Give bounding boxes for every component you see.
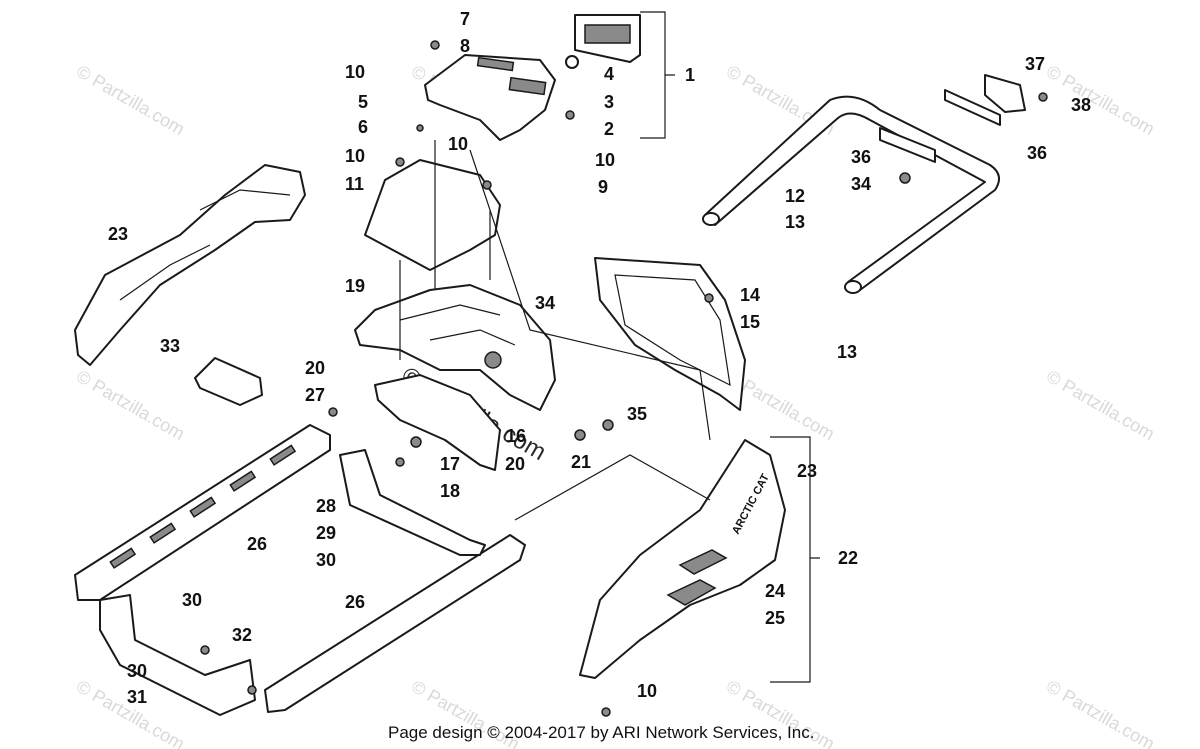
callout-10: 10 — [595, 150, 615, 170]
callout-19: 19 — [345, 276, 365, 296]
group-bracket — [770, 436, 820, 683]
rear-fender-rib — [399, 304, 516, 346]
left-side-panel — [74, 164, 306, 366]
side-shield-inner — [614, 274, 731, 387]
seat-pad — [194, 357, 263, 406]
copyright-footer: Page design © 2004-2017 by ARI Network S… — [388, 723, 814, 742]
rear-fender — [354, 284, 556, 411]
grab-bar-end — [844, 280, 862, 294]
right-rail — [264, 534, 526, 713]
callout-34: 34 — [535, 293, 555, 313]
lower-flap — [374, 374, 501, 471]
callout-31: 31 — [127, 687, 147, 707]
watermark: © Partzilla.com — [1043, 676, 1158, 749]
callout-28: 28 — [316, 496, 336, 516]
callout-10: 10 — [345, 146, 365, 166]
assembly-line — [399, 140, 491, 360]
callout-23: 23 — [797, 461, 817, 481]
callout-5: 5 — [358, 92, 368, 112]
callout-18: 18 — [440, 481, 460, 501]
callout-25: 25 — [765, 608, 785, 628]
callout-14: 14 — [740, 285, 760, 305]
callout-34: 34 — [851, 174, 871, 194]
callout-36: 36 — [1027, 143, 1047, 163]
vent-grille — [476, 56, 515, 72]
left-rail — [74, 424, 331, 601]
watermark: © Partzilla.com — [73, 366, 188, 444]
callout-8: 8 — [460, 36, 470, 56]
callout-37: 37 — [1025, 54, 1045, 74]
left-side-panel-detail — [119, 189, 291, 301]
watermark: © Partzilla.com — [1043, 366, 1158, 444]
callout-6: 6 — [358, 117, 368, 137]
callout-33: 33 — [160, 336, 180, 356]
callout-29: 29 — [316, 523, 336, 543]
callout-32: 32 — [232, 625, 252, 645]
callout-36: 36 — [851, 147, 871, 167]
tail-light-bulb — [565, 55, 579, 69]
watermark: © Partzilla.com — [1043, 61, 1158, 139]
lower-bracket — [99, 594, 256, 716]
callout-22: 22 — [838, 548, 858, 568]
right-side-panel — [579, 439, 786, 679]
tail-light-lens — [584, 24, 631, 44]
grab-bar-mount — [984, 74, 1026, 113]
callout-10: 10 — [448, 134, 468, 154]
callout-26: 26 — [247, 534, 267, 554]
group-bracket — [640, 11, 675, 139]
right-side-panel-stripe — [666, 579, 717, 606]
callout-27: 27 — [305, 385, 325, 405]
callout-labels: 1 2 3 4 5 6 7 8 9 10 10 10 10 10 11 12 1… — [108, 9, 1091, 707]
grab-bar-bracket — [879, 127, 936, 163]
callout-30: 30 — [127, 661, 147, 681]
vent-grille — [508, 76, 547, 96]
callout-1: 1 — [685, 65, 695, 85]
callout-24: 24 — [765, 581, 785, 601]
callout-4: 4 — [604, 64, 614, 84]
callout-20: 20 — [305, 358, 325, 378]
grab-bar-end — [702, 212, 720, 226]
callout-21: 21 — [571, 452, 591, 472]
right-side-panel-stripe — [678, 549, 728, 575]
callout-3: 3 — [604, 92, 614, 112]
callout-11: 11 — [345, 174, 364, 194]
tail-light-mount — [424, 54, 556, 141]
assembly-line — [514, 454, 711, 521]
mud-flap-bracket — [364, 159, 501, 271]
callout-2: 2 — [604, 119, 614, 139]
callout-15: 15 — [740, 312, 760, 332]
callout-13: 13 — [785, 212, 805, 232]
callout-20: 20 — [505, 454, 525, 474]
watermark: © Partzilla.com — [73, 61, 188, 139]
rail-slots — [109, 444, 297, 569]
callout-10: 10 — [345, 62, 365, 82]
callout-10: 10 — [637, 681, 657, 701]
grab-bar-bracket — [944, 89, 1001, 126]
callout-13: 13 — [837, 342, 857, 362]
callout-9: 9 — [598, 177, 608, 197]
callout-38: 38 — [1071, 95, 1091, 115]
callout-30: 30 — [316, 550, 336, 570]
callout-12: 12 — [785, 186, 805, 206]
callout-26: 26 — [345, 592, 365, 612]
callout-7: 7 — [460, 9, 470, 29]
center-crossmember — [339, 449, 486, 556]
callout-23: 23 — [108, 224, 128, 244]
fastener-knob — [484, 351, 502, 369]
callout-17: 17 — [440, 454, 460, 474]
callout-16: 16 — [506, 426, 526, 446]
callout-35: 35 — [627, 404, 647, 424]
grab-bar — [704, 95, 1000, 291]
callout-30: 30 — [182, 590, 202, 610]
hardware-fasteners — [200, 40, 1048, 717]
assembly-line — [469, 149, 711, 441]
